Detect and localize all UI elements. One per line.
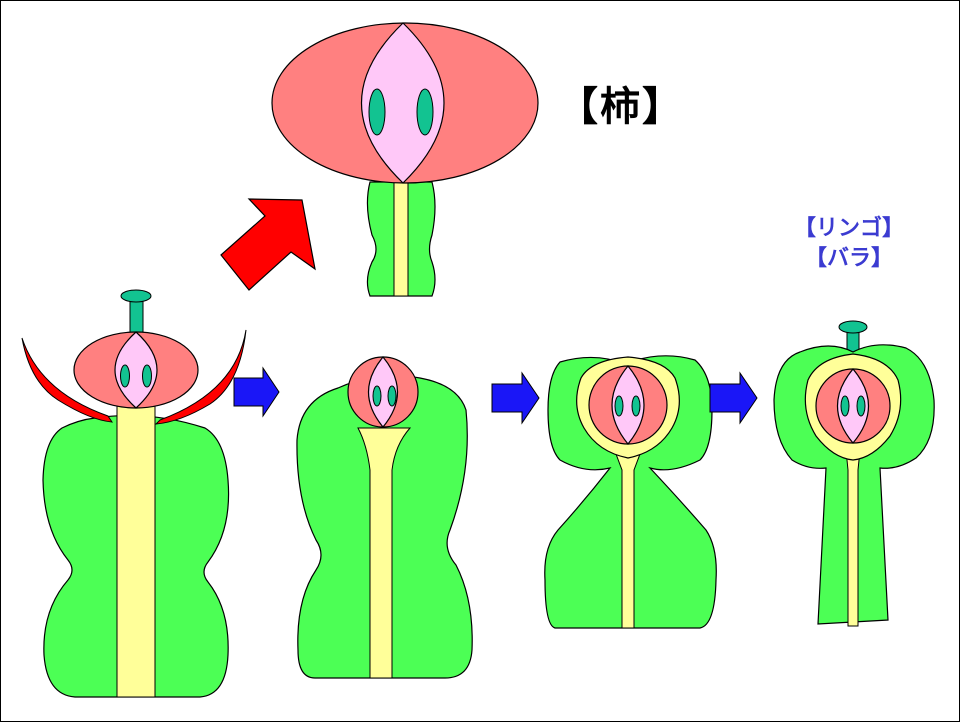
- stage1-seed-right: [143, 365, 152, 387]
- persimmon-label: 【柿】: [558, 74, 684, 132]
- stage4-seed-left: [841, 396, 849, 416]
- stage4-seed-right: [857, 396, 865, 416]
- blue-arrow-1: [234, 368, 279, 416]
- persimmon-seed-left: [369, 89, 385, 135]
- stage3-seed-right: [632, 396, 640, 416]
- flower-stage-4: [774, 321, 934, 626]
- flower-stage-2: [297, 357, 472, 678]
- persimmon-seed-right: [417, 89, 433, 135]
- persimmon-stalk: [394, 182, 408, 296]
- stage2-seed-left: [373, 386, 381, 406]
- blue-arrow-2: [492, 373, 539, 423]
- red-arrow: [221, 199, 315, 290]
- stage4-stalk: [846, 450, 860, 626]
- stage4-stigma: [839, 321, 867, 333]
- flower-stage-1: [22, 290, 246, 697]
- apple-label: 【リンゴ】: [794, 214, 904, 244]
- stage2-seed-right: [388, 386, 396, 406]
- rose-label: 【バラ】: [794, 244, 904, 274]
- stage1-seed-left: [121, 365, 130, 387]
- stage1-stigma: [121, 290, 151, 302]
- stage1-stalk: [117, 400, 155, 697]
- blue-arrow-3: [710, 373, 757, 423]
- apple-rose-labels: 【リンゴ】 【バラ】: [794, 214, 904, 274]
- stage3-seed-left: [615, 396, 623, 416]
- flower-stage-3: [545, 356, 717, 628]
